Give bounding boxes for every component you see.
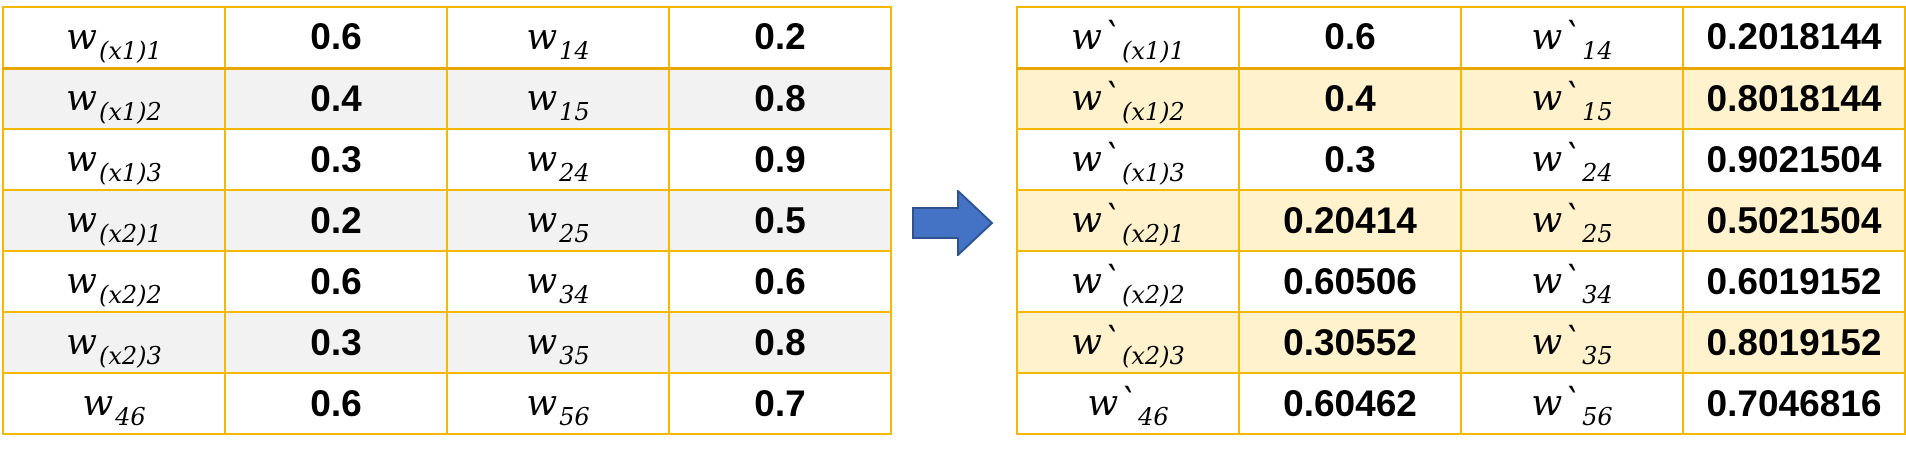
weight-value-cell: 0.60462 [1238, 372, 1462, 435]
weight-name-cell: w(x2)3 [2, 311, 226, 374]
table-row: w(x1)1 0.6 w14 0.2 [2, 6, 892, 70]
weight-name-cell: w`(x2)3 [1016, 311, 1240, 374]
weight-value-cell: 0.6 [668, 250, 892, 313]
weight-name-cell: w`25 [1460, 189, 1684, 252]
weight-name-cell: w`(x1)2 [1016, 67, 1240, 130]
table-row: w`(x1)2 0.4 w`15 0.8018144 [1016, 67, 1906, 130]
weight-value-cell: 0.6019152 [1682, 250, 1906, 313]
weight-name-cell: w25 [446, 189, 670, 252]
weight-name-cell: w35 [446, 311, 670, 374]
weight-name-cell: w`(x2)1 [1016, 189, 1240, 252]
weight-value-cell: 0.3 [1238, 128, 1462, 191]
table-row: w(x1)3 0.3 w24 0.9 [2, 128, 892, 191]
weight-value-cell: 0.7046816 [1682, 372, 1906, 435]
weight-value-cell: 0.9 [668, 128, 892, 191]
weight-name-cell: w(x2)1 [2, 189, 226, 252]
updated-weights-table: w`(x1)1 0.6 w`14 0.2018144 w`(x1)2 0.4 w… [1016, 6, 1906, 435]
weight-name-cell: w(x1)2 [2, 67, 226, 130]
table-row: w`(x2)1 0.20414 w`25 0.5021504 [1016, 189, 1906, 252]
weight-value-cell: 0.6 [224, 250, 448, 313]
weight-name-cell: w`(x2)2 [1016, 250, 1240, 313]
weight-value-cell: 0.8019152 [1682, 311, 1906, 374]
weight-value-cell: 0.6 [1238, 6, 1462, 70]
table-row: w46 0.6 w56 0.7 [2, 372, 892, 435]
weight-name-cell: w(x1)3 [2, 128, 226, 191]
weight-value-cell: 0.6 [224, 372, 448, 435]
weight-value-cell: 0.20414 [1238, 189, 1462, 252]
table-row: w`(x2)3 0.30552 w`35 0.8019152 [1016, 311, 1906, 374]
weight-value-cell: 0.8 [668, 67, 892, 130]
weight-value-cell: 0.3 [224, 128, 448, 191]
right-arrow-icon [912, 190, 994, 256]
weight-name-cell: w(x2)2 [2, 250, 226, 313]
table-row: w(x2)2 0.6 w34 0.6 [2, 250, 892, 313]
weight-name-cell: w`24 [1460, 128, 1684, 191]
table-row: w`(x1)1 0.6 w`14 0.2018144 [1016, 6, 1906, 70]
weight-value-cell: 0.4 [224, 67, 448, 130]
weight-value-cell: 0.2 [224, 189, 448, 252]
weight-value-cell: 0.2 [668, 6, 892, 70]
weight-name-cell: w`56 [1460, 372, 1684, 435]
weight-name-cell: w14 [446, 6, 670, 70]
weight-value-cell: 0.5 [668, 189, 892, 252]
weight-value-cell: 0.8018144 [1682, 67, 1906, 130]
weight-name-cell: w`35 [1460, 311, 1684, 374]
weight-name-cell: w46 [2, 372, 226, 435]
weight-value-cell: 0.3 [224, 311, 448, 374]
weight-name-cell: w24 [446, 128, 670, 191]
weight-name-cell: w(x1)1 [2, 6, 226, 70]
weight-value-cell: 0.5021504 [1682, 189, 1906, 252]
weight-value-cell: 0.2018144 [1682, 6, 1906, 70]
table-row: w(x2)1 0.2 w25 0.5 [2, 189, 892, 252]
weight-name-cell: w`14 [1460, 6, 1684, 70]
weight-value-cell: 0.60506 [1238, 250, 1462, 313]
table-row: w`(x1)3 0.3 w`24 0.9021504 [1016, 128, 1906, 191]
weight-value-cell: 0.8 [668, 311, 892, 374]
weight-name-cell: w34 [446, 250, 670, 313]
table-row: w`46 0.60462 w`56 0.7046816 [1016, 372, 1906, 435]
original-weights-table: w(x1)1 0.6 w14 0.2 w(x1)2 0.4 w15 0.8 w(… [2, 6, 892, 435]
weight-name-cell: w`46 [1016, 372, 1240, 435]
weight-value-cell: 0.4 [1238, 67, 1462, 130]
table-row: w(x2)3 0.3 w35 0.8 [2, 311, 892, 374]
table-row: w`(x2)2 0.60506 w`34 0.6019152 [1016, 250, 1906, 313]
weight-name-cell: w`(x1)3 [1016, 128, 1240, 191]
weight-value-cell: 0.9021504 [1682, 128, 1906, 191]
weight-value-cell: 0.30552 [1238, 311, 1462, 374]
weight-name-cell: w15 [446, 67, 670, 130]
weight-name-cell: w`34 [1460, 250, 1684, 313]
table-row: w(x1)2 0.4 w15 0.8 [2, 67, 892, 130]
weight-value-cell: 0.7 [668, 372, 892, 435]
weight-name-cell: w56 [446, 372, 670, 435]
weight-value-cell: 0.6 [224, 6, 448, 70]
weight-name-cell: w`(x1)1 [1016, 6, 1240, 70]
weight-name-cell: w`15 [1460, 67, 1684, 130]
